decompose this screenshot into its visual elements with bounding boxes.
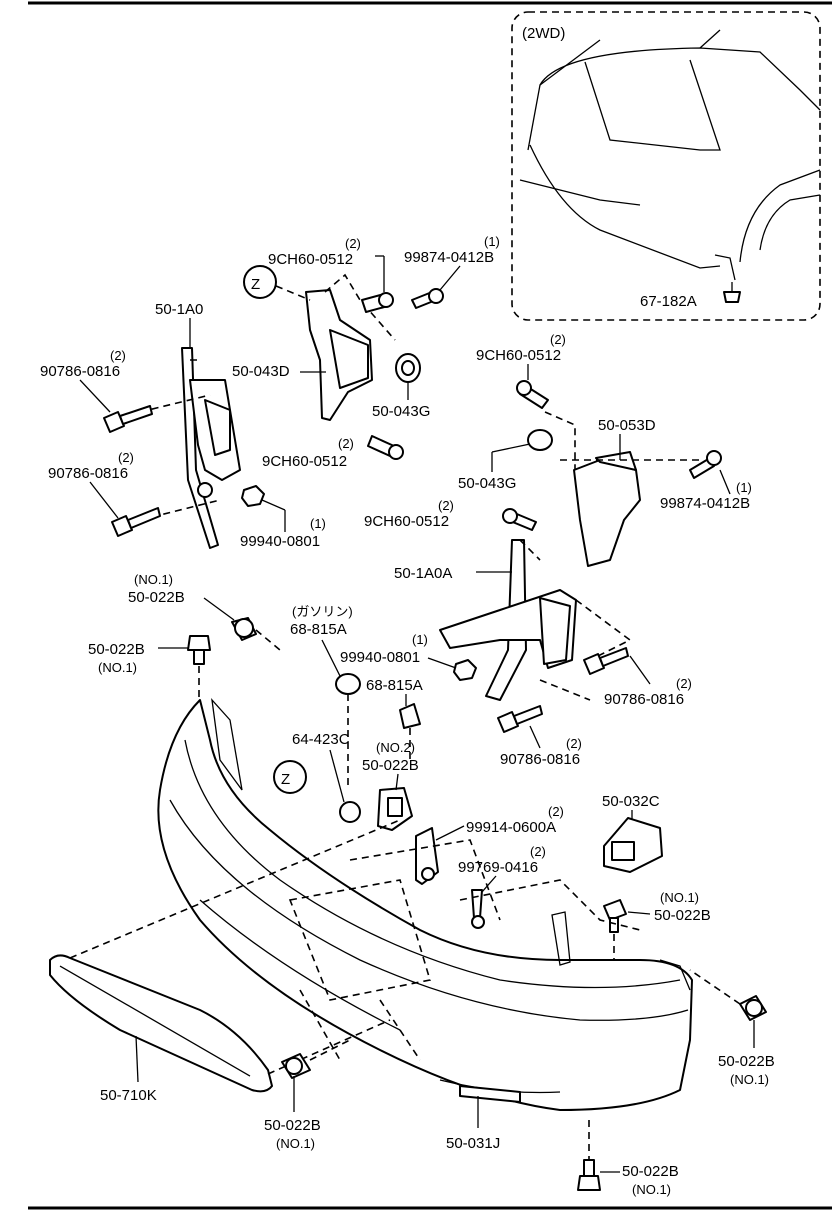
note-50-022B-d: (NO.1) bbox=[660, 890, 699, 905]
qty-9CH-mid: (2) bbox=[338, 436, 354, 451]
bumper-50-031J bbox=[157, 698, 693, 1111]
nut-99940-0801-a bbox=[241, 485, 265, 507]
qty-99769: (2) bbox=[530, 844, 546, 859]
part-64-423C bbox=[339, 801, 361, 823]
screw-9CH60-0512-right bbox=[516, 380, 549, 409]
label-50-022B-g: 50-022B bbox=[622, 1163, 679, 1180]
label-50-043D: 50-043D bbox=[232, 363, 290, 380]
bolt-90786-0816-a bbox=[103, 405, 153, 433]
label-90786-0816-c: 90786-0816 bbox=[604, 691, 684, 708]
nut-99940-0801-b bbox=[453, 659, 477, 681]
note-50-022B-e: (NO.1) bbox=[276, 1136, 315, 1151]
label-99769-0416: 99769-0416 bbox=[458, 859, 538, 876]
cushion-50-043G-b bbox=[527, 429, 553, 451]
qty-99940-b: (1) bbox=[412, 632, 428, 647]
bolt-99874-0412B-right bbox=[689, 450, 722, 479]
zoom-marker-text-top: Z bbox=[251, 276, 260, 293]
label-9CH60-0512-low: 9CH60-0512 bbox=[364, 513, 449, 530]
note-68-815A-a: (ガソリン) bbox=[292, 604, 353, 619]
clip-50-022B-d bbox=[603, 899, 627, 970]
label-99940-0801-a: 99940-0801 bbox=[240, 533, 320, 550]
label-99940-0801-b: 99940-0801 bbox=[340, 649, 420, 666]
bolt-90786-0816-b bbox=[111, 507, 161, 537]
fastener-68-815A-b bbox=[399, 703, 421, 760]
note-50-022B-c: (NO.2) bbox=[376, 740, 415, 755]
bracket-50-1A0 bbox=[139, 347, 241, 549]
inset-2wd: (2WD) 67-182A bbox=[511, 11, 821, 321]
label-50-022B-c: 50-022B bbox=[362, 757, 419, 774]
label-90786-0816-b: 90786-0816 bbox=[48, 465, 128, 482]
bolt-90786-0816-d bbox=[497, 705, 543, 733]
qty-90786-b: (2) bbox=[118, 450, 134, 465]
qty-9CH-right: (2) bbox=[550, 332, 566, 347]
screw-9CH60-0512-top bbox=[361, 292, 394, 313]
zoom-marker-top: Z bbox=[243, 265, 311, 301]
fastener-68-815A-a bbox=[335, 673, 361, 790]
label-9CH60-0512-right: 9CH60-0512 bbox=[476, 347, 561, 364]
zoom-marker-bumper: Z bbox=[273, 760, 307, 794]
strip-50-710K bbox=[49, 819, 401, 1093]
label-50-1A0: 50-1A0 bbox=[155, 301, 203, 318]
label-90786-0816-d: 90786-0816 bbox=[500, 751, 580, 768]
label-50-022B-d: 50-022B bbox=[654, 907, 711, 924]
note-50-022B-a: (NO.1) bbox=[134, 572, 173, 587]
label-50-1A0A: 50-1A0A bbox=[394, 565, 452, 582]
clip-50-022B-b bbox=[187, 635, 211, 710]
part-50-032C bbox=[603, 817, 663, 873]
label-50-031J: 50-031J bbox=[446, 1135, 500, 1152]
label-50-043G-a: 50-043G bbox=[372, 403, 430, 420]
label-9CH60-0512-top: 9CH60-0512 bbox=[268, 251, 353, 268]
bracket-50-053D bbox=[544, 411, 700, 567]
label-90786-0816-a: 90786-0816 bbox=[40, 363, 120, 380]
clip-50-022B-f bbox=[689, 969, 767, 1021]
qty-90786-d: (2) bbox=[566, 736, 582, 751]
label-68-815A-a: 68-815A bbox=[290, 621, 347, 638]
label-50-032C: 50-032C bbox=[602, 793, 660, 810]
clip-50-022B-c bbox=[377, 787, 413, 831]
qty-90786-c: (2) bbox=[676, 676, 692, 691]
label-50-022B-e: 50-022B bbox=[264, 1117, 321, 1134]
note-50-022B-b: (NO.1) bbox=[98, 660, 137, 675]
inset-title: (2WD) bbox=[522, 25, 565, 42]
label-50-043G-b: 50-043G bbox=[458, 475, 516, 492]
qty-99874-top: (1) bbox=[484, 234, 500, 249]
label-50-710K: 50-710K bbox=[100, 1087, 157, 1104]
cushion-50-043G-a bbox=[395, 353, 421, 383]
label-99914-0600A: 99914-0600A bbox=[466, 819, 556, 836]
clip-50-022B-e bbox=[281, 1039, 351, 1079]
screw-9CH60-0512-low bbox=[502, 508, 537, 531]
qty-99874-right: (1) bbox=[736, 480, 752, 495]
qty-9CH-top: (2) bbox=[345, 236, 361, 251]
bracket-50-043D bbox=[305, 273, 396, 421]
qty-9CH-low: (2) bbox=[438, 498, 454, 513]
label-50-022B-b: 50-022B bbox=[88, 641, 145, 658]
label-99874-0412B-top: 99874-0412B bbox=[404, 249, 494, 266]
screw-9CH60-0512-mid bbox=[367, 435, 404, 460]
nut-99914-0600A bbox=[415, 827, 439, 885]
label-68-815A-b: 68-815A bbox=[366, 677, 423, 694]
clip-50-022B-a bbox=[231, 617, 281, 651]
label-50-022B-a: 50-022B bbox=[128, 589, 185, 606]
qty-90786-a: (2) bbox=[110, 348, 126, 363]
bolt-90786-0816-c bbox=[583, 647, 629, 675]
label-67-182A: 67-182A bbox=[640, 293, 697, 310]
bolt-99874-0412B-top bbox=[411, 288, 444, 309]
zoom-marker-text-bumper: Z bbox=[281, 771, 290, 788]
note-50-022B-f: (NO.1) bbox=[730, 1072, 769, 1087]
clip-50-022B-g bbox=[577, 1120, 601, 1191]
label-9CH60-0512-mid: 9CH60-0512 bbox=[262, 453, 347, 470]
note-50-022B-g: (NO.1) bbox=[632, 1182, 671, 1197]
qty-99914: (2) bbox=[548, 804, 564, 819]
label-50-022B-f: 50-022B bbox=[718, 1053, 775, 1070]
label-99874-0412B-right: 99874-0412B bbox=[660, 495, 750, 512]
label-64-423C: 64-423C bbox=[292, 731, 350, 748]
qty-99940-a: (1) bbox=[310, 516, 326, 531]
label-50-053D: 50-053D bbox=[598, 417, 656, 434]
bracket-50-1A0A bbox=[439, 539, 632, 701]
clip-67-182A bbox=[723, 282, 741, 303]
